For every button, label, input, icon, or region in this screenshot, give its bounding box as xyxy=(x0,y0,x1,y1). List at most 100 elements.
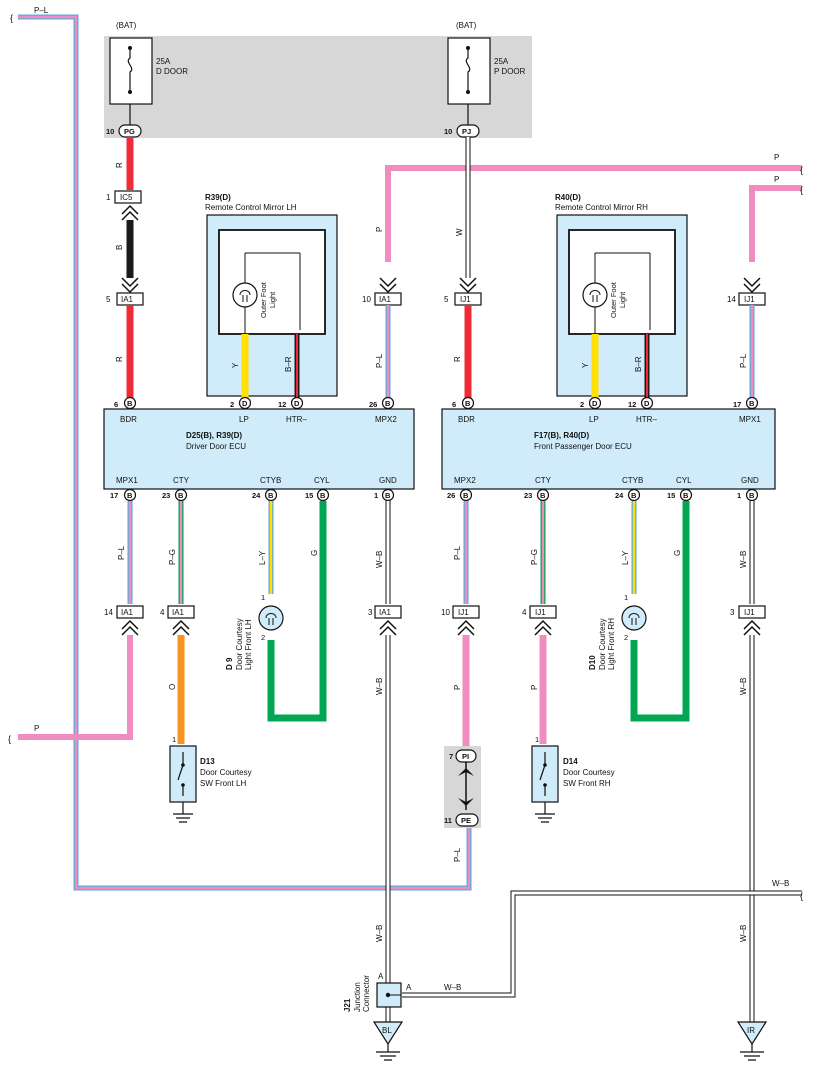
svg-text:12: 12 xyxy=(278,400,286,409)
d13-line2: SW Front LH xyxy=(200,779,246,788)
svg-text:IJ1: IJ1 xyxy=(458,608,469,617)
svg-text:1: 1 xyxy=(374,491,378,500)
wire-label-p-right1: P xyxy=(774,153,779,162)
svg-text:15: 15 xyxy=(305,491,313,500)
wire-break-p2: { xyxy=(800,185,803,195)
arrow-ij1-5 xyxy=(459,277,477,294)
svg-text:4: 4 xyxy=(522,608,527,617)
d13-id: D13 xyxy=(200,757,215,766)
svg-text:12: 12 xyxy=(628,400,636,409)
wire-label-br-rh: B–R xyxy=(634,356,643,372)
ecu-pass-name: Front Passenger Door ECU xyxy=(534,442,632,451)
svg-text:23: 23 xyxy=(162,491,170,500)
svg-text:17: 17 xyxy=(733,400,741,409)
wire-label-g-b: G xyxy=(673,550,682,556)
ecu-driver-id: D25(B), R39(D) xyxy=(186,431,242,440)
d14-line2: SW Front RH xyxy=(563,779,611,788)
svg-text:17: 17 xyxy=(110,491,118,500)
ecu-pass-term-cyl: CYL xyxy=(676,476,692,485)
svg-text:6: 6 xyxy=(114,400,118,409)
ecu-driver-term-mpx1: MPX1 xyxy=(116,476,138,485)
wire-break-wb: { xyxy=(800,891,803,901)
wire-pink-top xyxy=(385,165,802,262)
fuse-right-icon xyxy=(465,48,471,92)
d9-id: D 9 xyxy=(225,657,234,670)
ecu-pass-term-htr: HTR– xyxy=(636,415,657,424)
wire-break-pl: { xyxy=(10,13,13,23)
wire-label-o: O xyxy=(168,684,177,690)
svg-text:B: B xyxy=(749,399,755,408)
ecu-pass-id: F17(B), R40(D) xyxy=(534,431,589,440)
svg-text:IJ1: IJ1 xyxy=(744,295,755,304)
arrow-ia1-5 xyxy=(121,277,139,294)
mirror-lh-id: R39(D) xyxy=(205,193,231,202)
svg-text:5: 5 xyxy=(106,295,111,304)
svg-text:PG: PG xyxy=(124,127,135,136)
ecu-driver-term-cty: CTY xyxy=(173,476,190,485)
arrow-ij1-14 xyxy=(743,277,761,294)
wire-label-p-b: P xyxy=(453,685,462,690)
svg-text:15: 15 xyxy=(667,491,675,500)
ground-d14-icon xyxy=(535,802,555,823)
fuse-left-rating: 25A xyxy=(156,57,171,66)
wire-label-wb-b: W–B xyxy=(375,678,384,695)
ecu-driver-term-mpx2: MPX2 xyxy=(375,415,397,424)
j21-line2: Connector xyxy=(362,975,371,1012)
wire-label-pl-b: P–L xyxy=(453,545,462,560)
mirror-rh-name: Remote Control Mirror RH xyxy=(555,203,648,212)
pin-pi: 7 PI xyxy=(449,749,477,763)
fuse-right-name: P DOOR xyxy=(494,67,526,76)
wire-label-wb-d: W–B xyxy=(739,678,748,695)
svg-text:3: 3 xyxy=(730,608,735,617)
svg-text:BL: BL xyxy=(382,1026,392,1035)
svg-text:B: B xyxy=(385,491,391,500)
wire-label-wb-jc: W–B xyxy=(444,983,461,992)
wire-label-w: W xyxy=(455,228,464,236)
svg-text:B: B xyxy=(127,399,133,408)
svg-text:PE: PE xyxy=(461,816,471,825)
wire-green-a xyxy=(267,501,327,722)
mirror-lh-bulb xyxy=(232,282,258,308)
d10-line1: Door Courtesy xyxy=(598,618,607,670)
svg-text:PJ: PJ xyxy=(462,127,471,136)
wire-label-ly-a: L–Y xyxy=(258,550,267,565)
wire-label-y-lh: Y xyxy=(231,362,240,368)
svg-text:26: 26 xyxy=(447,491,455,500)
svg-text:10: 10 xyxy=(106,127,114,136)
wire-label-wb-e: W–B xyxy=(375,925,384,942)
svg-text:IJ1: IJ1 xyxy=(744,608,755,617)
svg-text:D: D xyxy=(592,399,598,408)
mirror-rh-inner xyxy=(568,229,676,335)
svg-text:26: 26 xyxy=(369,400,377,409)
wire-green-b xyxy=(630,501,690,722)
conn-ic5: 1 IC5 xyxy=(106,190,142,204)
fuse-right-source: (BAT) xyxy=(456,21,477,30)
svg-text:D: D xyxy=(644,399,650,408)
wire-label-y-rh: Y xyxy=(581,362,590,368)
svg-text:B: B xyxy=(127,491,133,500)
d9-line1: Door Courtesy xyxy=(235,618,244,670)
ecu-driver-term-lp: LP xyxy=(239,415,249,424)
conn-ia1-10: 10 IA1 xyxy=(362,292,402,306)
d9-line2: Light Front LH xyxy=(244,619,253,670)
ecu-driver-term-cyl: CYL xyxy=(314,476,330,485)
wire-label-wb-right: W–B xyxy=(772,879,789,888)
svg-text:IA1: IA1 xyxy=(379,608,392,617)
wire-label-pl-right: P–L xyxy=(739,353,748,368)
pin-driver-mpx1: 17 B xyxy=(110,488,137,502)
wire-label-pl-lh: P–L xyxy=(375,353,384,368)
svg-text:3: 3 xyxy=(368,608,373,617)
d10-bulb xyxy=(621,605,647,631)
mirror-rh-bulb xyxy=(582,282,608,308)
svg-text:PI: PI xyxy=(462,752,469,761)
j21-a1: A xyxy=(378,972,384,981)
arrow-ia1-10 xyxy=(379,277,397,294)
wire-label-p-right2: P xyxy=(774,175,779,184)
conn-ij1-5: 5 IJ1 xyxy=(444,292,482,306)
